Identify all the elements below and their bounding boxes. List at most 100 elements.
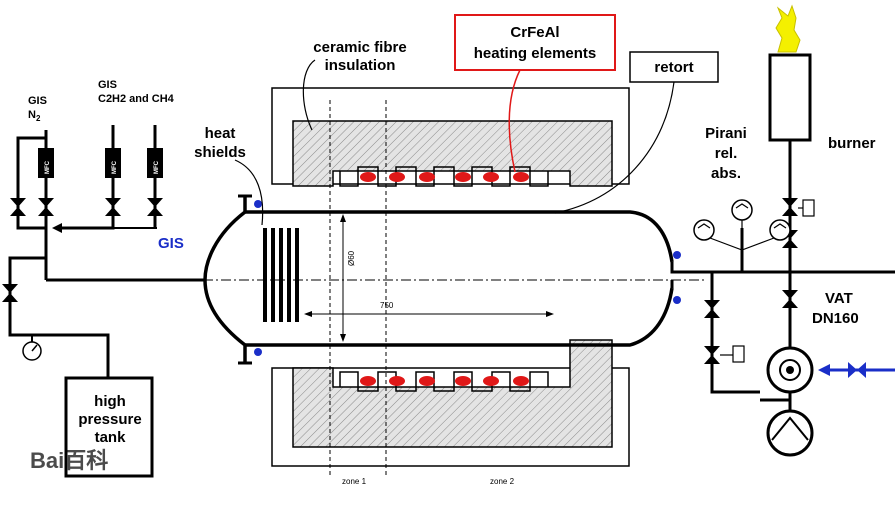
retort-label: retort: [654, 59, 693, 76]
vent-arrowhead: [818, 364, 830, 376]
gis-label: GIS: [158, 235, 184, 252]
solenoid-icon: [802, 199, 815, 217]
gis-c-label-1: GIS: [98, 79, 117, 91]
heater-element: [419, 376, 435, 386]
valve: [147, 207, 163, 216]
gis-n2-label-2: N2: [28, 109, 41, 123]
insulation-bottom: [292, 339, 613, 448]
heater-element: [389, 376, 405, 386]
seal-dot: [673, 296, 681, 304]
heat-shields: [263, 228, 299, 322]
furnace-outer-bottom: [271, 367, 630, 467]
mfc-box: [147, 148, 163, 178]
valve: [782, 207, 798, 216]
arrowhead: [340, 334, 346, 342]
valve: [2, 284, 18, 293]
mfc-units: MFC MFC MFC: [38, 148, 163, 178]
furnace-outer-top: [271, 87, 630, 185]
valve: [782, 198, 798, 207]
heating-elements-callout: [454, 14, 616, 71]
valve: [38, 207, 54, 216]
heating-label-2: heating elements: [474, 45, 597, 62]
mfc-box: [38, 148, 54, 178]
dimension-diameter-label: Ø60: [347, 250, 356, 266]
heater-element: [513, 376, 529, 386]
heating-pointer: [508, 69, 521, 173]
gis-arrowhead: [52, 223, 62, 233]
rotary-pump-icon: [766, 409, 814, 457]
gis-c-label-2: C2H2 and CH4: [98, 93, 175, 105]
arrowhead: [340, 214, 346, 222]
gauge-needle: [31, 344, 38, 352]
zone-1-label: zone 1: [342, 477, 367, 486]
ceramic-pointer: [302, 59, 316, 131]
heat-shields-label-1: heat: [205, 125, 236, 142]
heating-label-1: CrFeAl: [510, 24, 559, 41]
vent-valve: [848, 362, 857, 378]
valve: [782, 290, 798, 299]
mfc-label: MFC: [154, 160, 160, 174]
heat-shields-pointer: [234, 159, 264, 226]
retort-callout: [629, 51, 719, 83]
arrowhead: [304, 311, 312, 317]
valve: [38, 198, 54, 207]
mfc-label: MFC: [45, 160, 51, 174]
heater-element: [419, 172, 435, 182]
heater-elements-bottom: [360, 376, 529, 386]
heater-element: [389, 172, 405, 182]
vat-label-1: VAT: [825, 290, 853, 307]
heater-element: [513, 172, 529, 182]
heater-element: [483, 172, 499, 182]
flame-icon: [775, 4, 801, 53]
valve: [704, 355, 720, 364]
ceramic-label-1: ceramic fibre: [313, 39, 406, 56]
pirani-label-1: Pirani: [705, 125, 747, 142]
pirani-label-2: rel.: [715, 145, 738, 162]
ceramic-label-2: insulation: [325, 57, 396, 74]
vent-valve: [857, 362, 866, 378]
valve: [10, 207, 26, 216]
mfc-label: MFC: [112, 160, 118, 174]
dimension-length-label: 750: [380, 301, 394, 310]
valve: [105, 207, 121, 216]
valve: [782, 239, 798, 248]
baike-watermark: Bai百科: [30, 448, 108, 473]
gis-n2-label-1: GIS: [28, 95, 47, 107]
valves-left: [2, 198, 163, 302]
burner-label: burner: [828, 135, 876, 152]
solenoid-icon: [732, 345, 745, 363]
tank-label-2: pressure: [78, 411, 141, 428]
seal-dot: [673, 251, 681, 259]
heat-shields-label-2: shields: [194, 144, 246, 161]
pirani-gauge-icon: [769, 219, 791, 241]
heater-element: [455, 376, 471, 386]
heating-coil-bottom: [339, 371, 549, 392]
valve: [704, 309, 720, 318]
valve: [147, 198, 163, 207]
pump-rotor: [786, 366, 794, 374]
pirani-gauges: [693, 199, 791, 251]
high-pressure-tank: [64, 376, 154, 478]
valve: [2, 293, 18, 302]
heater-element: [455, 172, 471, 182]
seal-dot: [254, 200, 262, 208]
arrowhead: [546, 311, 554, 317]
zone-2-label: zone 2: [490, 477, 515, 486]
tank-label-1: high: [94, 393, 126, 410]
heater-elements-top: [360, 172, 529, 182]
valve: [10, 198, 26, 207]
valve: [704, 300, 720, 309]
mfc-box: [105, 148, 121, 178]
insulation-top: [292, 120, 613, 187]
retort-pointer: [554, 81, 675, 214]
pirani-gauge-icon: [731, 199, 753, 221]
burner: [768, 53, 812, 142]
heater-element: [360, 376, 376, 386]
valve: [105, 198, 121, 207]
seal-dot: [254, 348, 262, 356]
heater-element: [483, 376, 499, 386]
heater-element: [360, 172, 376, 182]
valve: [704, 346, 720, 355]
retort-tube: [245, 210, 674, 347]
